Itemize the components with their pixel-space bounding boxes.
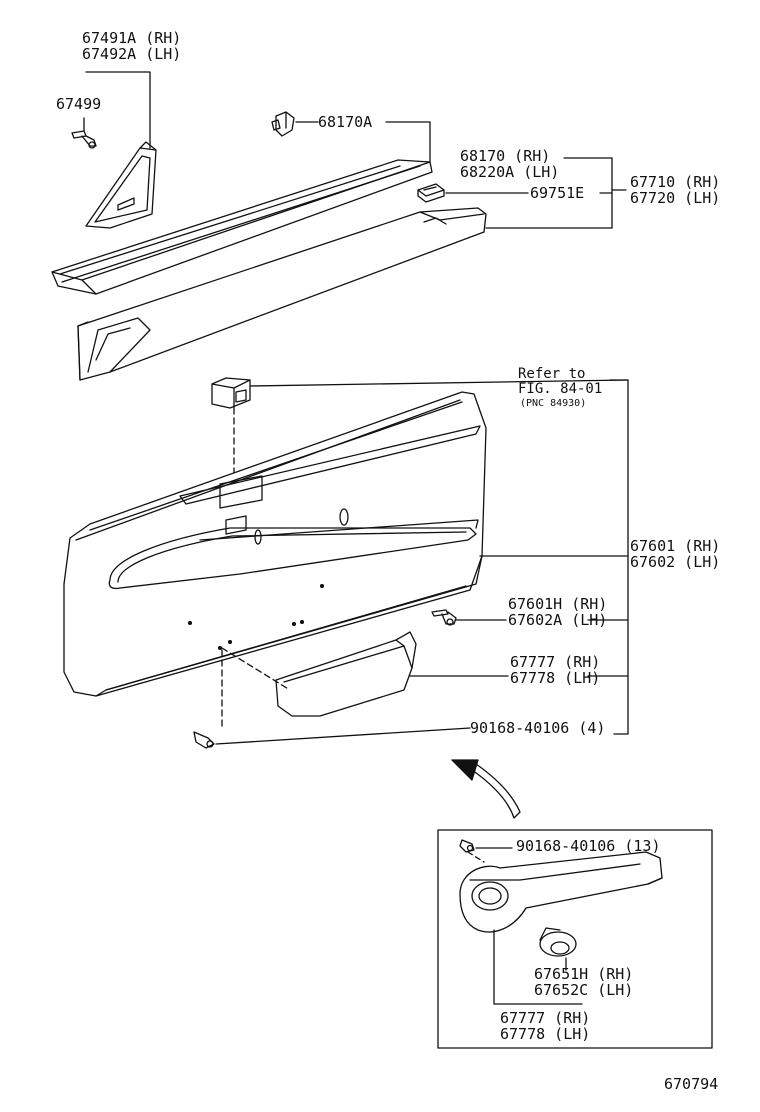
label-refer-line2: FIG. 84-01 [518, 381, 603, 397]
corner-cover-part [85, 141, 157, 229]
label-67777: 67777 (RH) [510, 653, 601, 671]
armrest-part [275, 631, 417, 717]
leader-90168 [215, 727, 471, 745]
leader-detail-67777 [493, 929, 583, 1005]
dashed-armrest-guide [221, 647, 291, 691]
screw-67601h-part [431, 609, 457, 626]
label-68220a: 68220A (LH) [460, 163, 560, 181]
label-67602a: 67602A (LH) [508, 611, 608, 629]
upper-trim-part [77, 207, 487, 381]
label-67778-detail: 67778 (LH) [500, 1025, 591, 1043]
clip-69751e-part [417, 183, 445, 203]
leader-68170 [385, 121, 431, 163]
clip-68170a-part [271, 111, 295, 137]
label-69751e: 69751E [530, 184, 585, 202]
screw-90168-part [193, 731, 215, 749]
label-67651h: 67651H (RH) [534, 965, 634, 983]
detail-arrow [451, 759, 521, 819]
dashed-detail-guide [467, 851, 485, 863]
door-trim-board-part [63, 391, 487, 697]
label-67499: 67499 [56, 95, 102, 113]
label-67492a: 67492A (LH) [82, 45, 182, 63]
label-67602: 67602 (LH) [630, 553, 721, 571]
figure-id: 670794 [664, 1075, 719, 1093]
switch-base-part [211, 377, 251, 409]
label-68170: 68170 (RH) [460, 147, 551, 165]
detail-cup-part [539, 927, 577, 957]
label-67720: 67720 (LH) [630, 189, 721, 207]
bracket-67710 [563, 157, 613, 229]
label-67777-detail: 67777 (RH) [500, 1009, 591, 1027]
label-67652c: 67652C (LH) [534, 981, 634, 999]
label-67601: 67601 (RH) [630, 537, 721, 555]
label-90168-13: 90168-40106 (13) [516, 837, 661, 855]
leader-67491a [85, 71, 151, 149]
label-refer-line3: (PNC 84930) [520, 398, 587, 409]
detail-armrest-part [459, 851, 663, 933]
label-68170a: 68170A [318, 113, 373, 131]
label-67601h: 67601H (RH) [508, 595, 608, 613]
detail-screw-part [459, 839, 475, 853]
bracket-67601 [609, 379, 629, 735]
label-67778: 67778 (LH) [510, 669, 601, 687]
detail-box [437, 829, 713, 1049]
label-67710: 67710 (RH) [630, 173, 721, 191]
label-67491a: 67491A (RH) [82, 29, 182, 47]
label-refer-line1: Refer to [518, 366, 586, 382]
label-90168-4: 90168-40106 (4) [470, 719, 606, 737]
leader-refer [249, 379, 629, 387]
clip-67499-part [71, 130, 97, 149]
